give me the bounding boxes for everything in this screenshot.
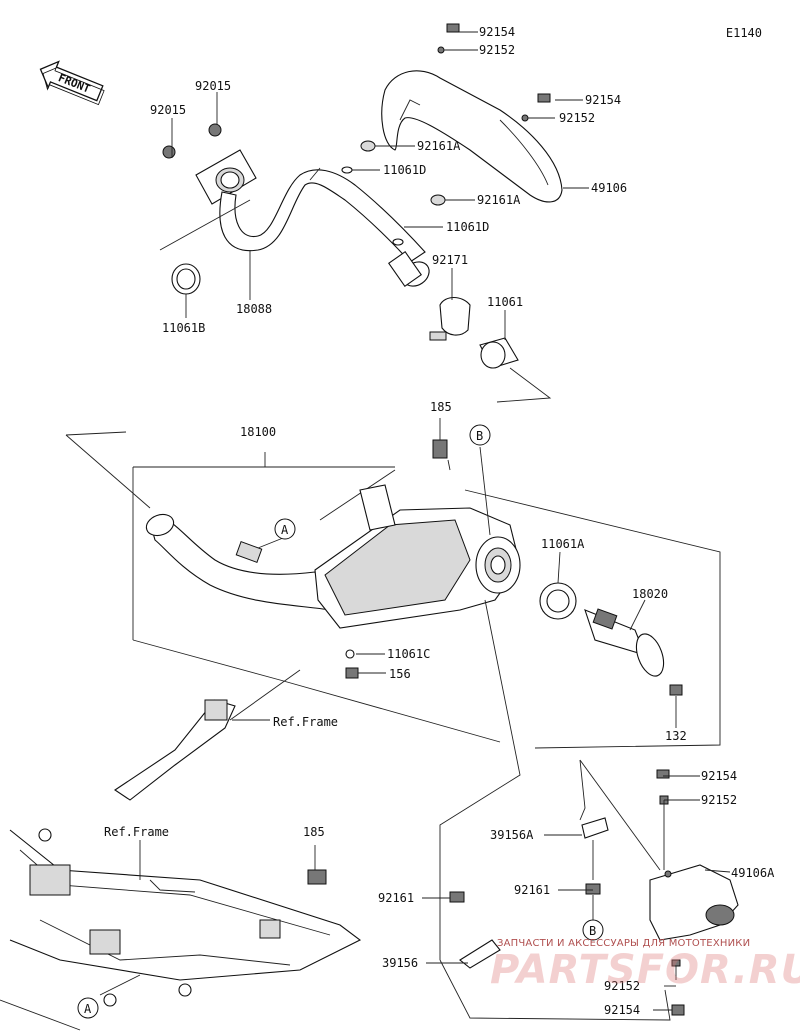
washer-92152-r xyxy=(521,114,529,122)
header-pipe-18088 xyxy=(219,169,426,263)
label-92015-a: 92015 xyxy=(150,103,186,117)
label-11061d-b: 11061D xyxy=(446,220,489,234)
nut-92015-b xyxy=(208,123,222,137)
label-11061c: 11061C xyxy=(387,647,430,661)
clamp-92171 xyxy=(439,296,471,336)
label-18100: 18100 xyxy=(240,425,276,439)
grommet-92161a-a xyxy=(360,140,376,152)
callout-b-top-label: B xyxy=(476,429,483,443)
label-92171: 92171 xyxy=(432,253,468,267)
label-92154-b1: 92154 xyxy=(701,769,737,783)
washer-11061c xyxy=(345,649,355,659)
label-92154-b2: 92154 xyxy=(604,1003,640,1017)
bolt-92154-b1 xyxy=(656,769,670,779)
label-11061d-a: 11061D xyxy=(383,163,426,177)
muffler-18100 xyxy=(149,518,331,611)
label-11061: 11061 xyxy=(487,295,523,309)
label-92015-b: 92015 xyxy=(195,79,231,93)
label-39156a: 39156A xyxy=(490,828,534,842)
frame-bracket-ref xyxy=(114,699,236,801)
plate-39156a xyxy=(581,817,609,839)
label-18088: 18088 xyxy=(236,302,272,316)
callout-a-bot xyxy=(77,997,99,1019)
label-185-top: 185 xyxy=(430,400,452,414)
label-11061b: 11061B xyxy=(162,321,205,335)
heat-guard-49106a xyxy=(649,864,739,941)
label-92161a-a: 92161A xyxy=(417,139,461,153)
grommet-92161a-b xyxy=(430,194,446,206)
diagram-code: E1140 xyxy=(725,26,762,40)
washer-92152-top xyxy=(437,46,445,54)
label-92161-b: 92161 xyxy=(514,883,550,897)
bolt-92154-b2 xyxy=(671,1004,685,1016)
label-ref-frame-1: Ref.Frame xyxy=(273,715,338,729)
label-132: 132 xyxy=(665,729,687,743)
callout-a-top-label: A xyxy=(281,523,289,537)
label-92161-a: 92161 xyxy=(378,891,414,905)
label-185-bot: 185 xyxy=(303,825,325,839)
label-ref-frame-2: Ref.Frame xyxy=(104,825,169,839)
nut-92015-a xyxy=(162,145,176,159)
label-92154-top: 92154 xyxy=(479,25,515,39)
plate-39156 xyxy=(459,939,501,969)
label-49106: 49106 xyxy=(591,181,627,195)
watermark-caption: ЗАПЧАСТИ И АКСЕССУАРЫ ДЛЯ МОТОТЕХНИКИ xyxy=(497,938,751,949)
heat-guard-49106 xyxy=(381,70,563,203)
callout-a-top xyxy=(274,518,296,540)
nut-156 xyxy=(345,667,359,679)
bolt-92154-top xyxy=(446,23,460,33)
label-11061a: 11061A xyxy=(541,537,585,551)
label-39156: 39156 xyxy=(382,956,418,970)
label-92161a-b: 92161A xyxy=(477,193,521,207)
clip-11061d-b xyxy=(392,238,404,246)
front-arrow-icon: FRONT xyxy=(39,60,105,106)
watermark-logo: PARTSFOR.RU xyxy=(490,947,800,993)
grommet-92161-a xyxy=(449,891,465,903)
bolt-185-bot xyxy=(307,869,327,885)
frame-ref xyxy=(0,828,362,1031)
label-92154-r: 92154 xyxy=(585,93,621,107)
callout-a-bot-label: A xyxy=(84,1002,92,1016)
label-92152-r: 92152 xyxy=(559,111,595,125)
callout-b-bot-label: B xyxy=(589,924,596,938)
bolt-92154-r xyxy=(537,93,551,103)
grommet-92161-b xyxy=(585,883,601,895)
label-18020: 18020 xyxy=(632,587,668,601)
clip-11061d-a xyxy=(341,166,353,174)
label-92152-top: 92152 xyxy=(479,43,515,57)
label-156: 156 xyxy=(389,667,411,681)
label-49106a: 49106A xyxy=(731,866,775,880)
label-92152-b2: 92152 xyxy=(604,979,640,993)
label-92152-b1: 92152 xyxy=(701,793,737,807)
callout-b-top xyxy=(469,424,491,446)
bolt-185-top xyxy=(432,439,448,459)
screw-132 xyxy=(669,684,683,696)
